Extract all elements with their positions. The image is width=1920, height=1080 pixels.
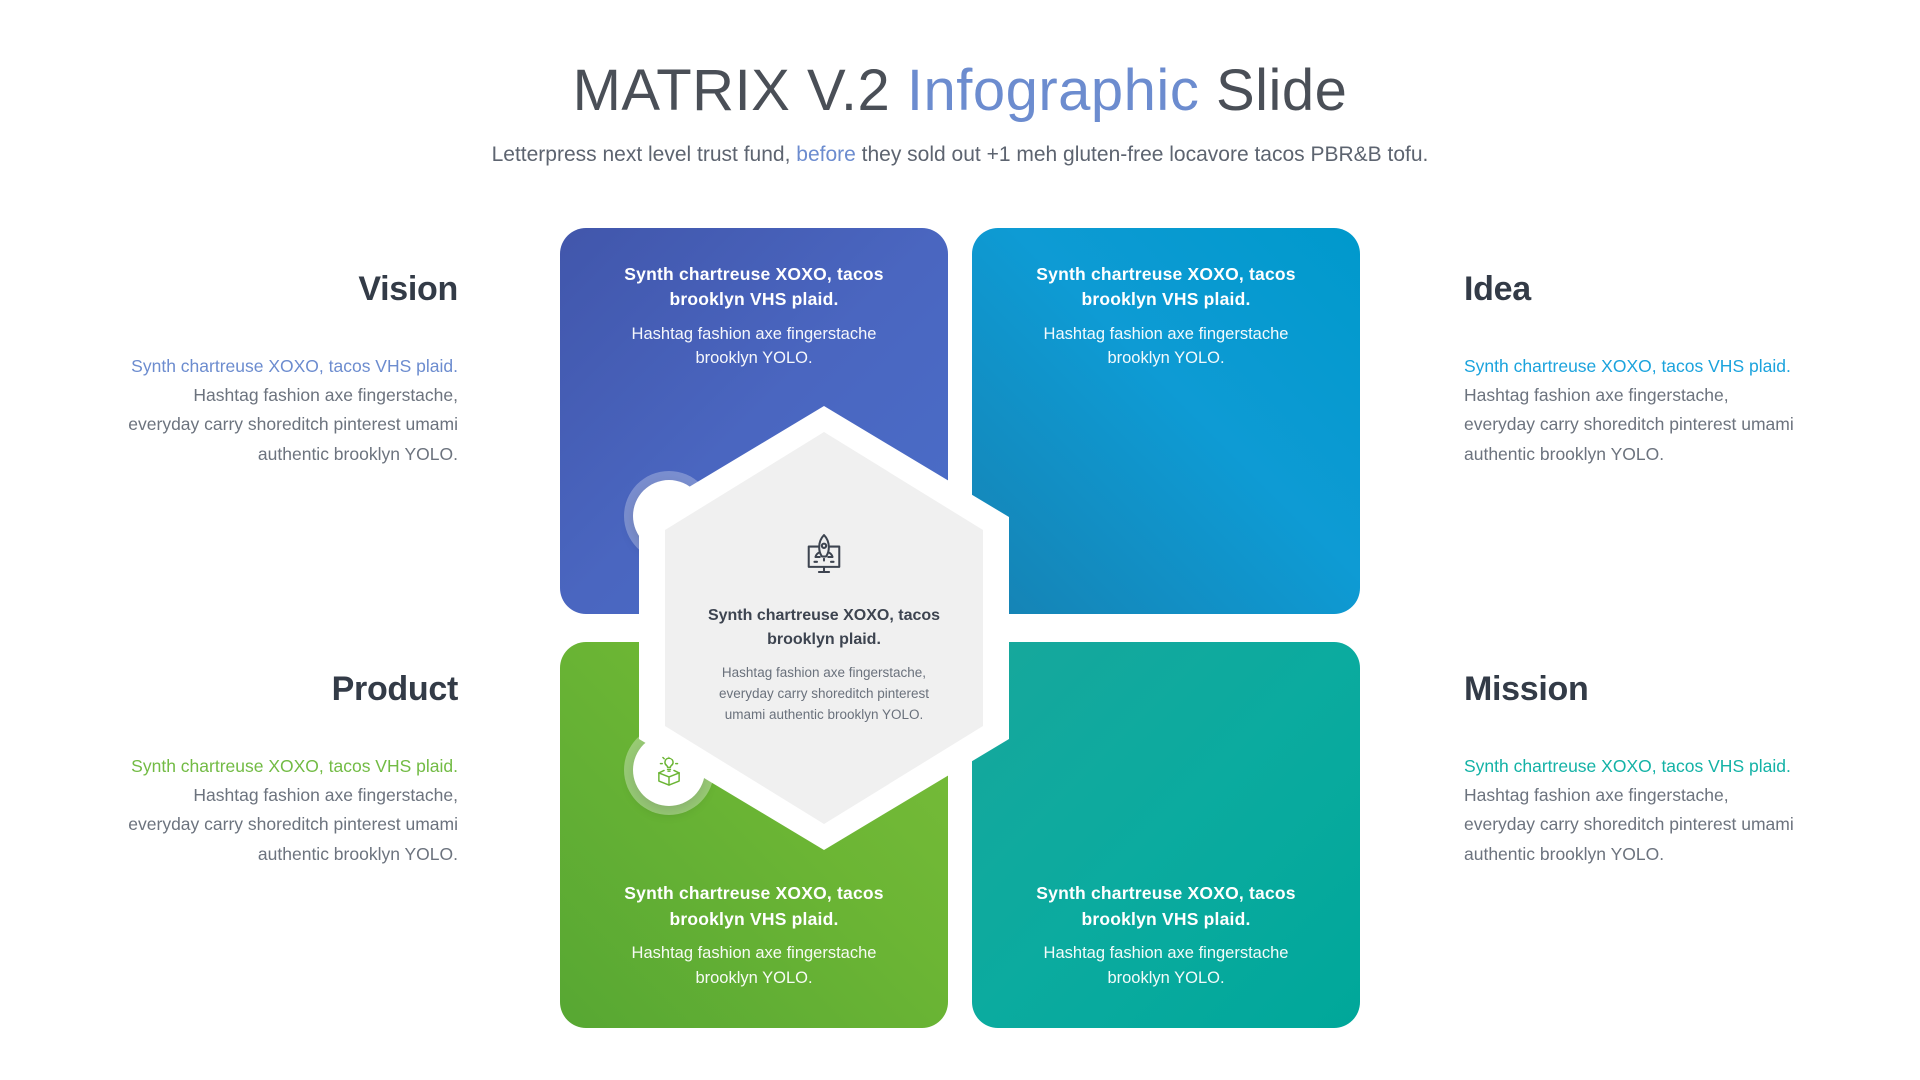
card-idea-heading: Synth chartreuse XOXO, tacos brooklyn VH… (1036, 264, 1296, 310)
side-title-idea: Idea (1464, 270, 1531, 308)
card-vision-heading: Synth chartreuse XOXO, tacos brooklyn VH… (624, 264, 884, 310)
title-part1: MATRIX V.2 (572, 58, 891, 123)
side-block-mission: Mission Synth chartreuse XOXO, tacos VHS… (1464, 672, 1794, 869)
slide-header: MATRIX V.2 Infographic Slide Letterpress… (0, 58, 1920, 167)
subtitle-accent: before (796, 142, 856, 166)
matrix-diagram: Synth chartreuse XOXO, tacos brooklyn VH… (560, 228, 1360, 1028)
card-product-body: Hashtag fashion axe fingerstache brookly… (631, 944, 877, 987)
side-block-vision: Vision Synth chartreuse XOXO, tacos VHS … (128, 272, 458, 469)
side-body-mission: Hashtag fashion axe fingerstache, everyd… (1464, 785, 1794, 864)
side-title-product: Product (331, 670, 459, 708)
rocket-monitor-icon (796, 530, 852, 586)
side-lead-vision: Synth chartreuse XOXO, tacos VHS plaid. (131, 356, 458, 376)
center-heading: Synth chartreuse XOXO, tacos brooklyn pl… (707, 607, 941, 648)
side-block-product: Product Synth chartreuse XOXO, tacos VHS… (128, 672, 458, 869)
card-mission[interactable]: Synth chartreuse XOXO, tacos brooklyn VH… (972, 642, 1360, 1028)
card-product-heading: Synth chartreuse XOXO, tacos brooklyn VH… (624, 883, 884, 929)
center-hexagon: Synth chartreuse XOXO, tacos brooklyn pl… (639, 406, 1009, 850)
card-mission-heading: Synth chartreuse XOXO, tacos brooklyn VH… (1036, 883, 1296, 929)
side-block-idea: Idea Synth chartreuse XOXO, tacos VHS pl… (1464, 272, 1794, 469)
page-title: MATRIX V.2 Infographic Slide (0, 58, 1920, 125)
card-idea[interactable]: Synth chartreuse XOXO, tacos brooklyn VH… (972, 228, 1360, 614)
subtitle-part2: they sold out +1 meh gluten-free locavor… (861, 142, 1429, 166)
side-title-mission: Mission (1464, 670, 1589, 708)
card-idea-body: Hashtag fashion axe fingerstache brookly… (1043, 324, 1289, 368)
title-part2: Slide (1215, 58, 1348, 123)
side-body-product: Hashtag fashion axe fingerstache, everyd… (128, 785, 458, 864)
side-lead-mission: Synth chartreuse XOXO, tacos VHS plaid. (1464, 756, 1791, 776)
card-mission-body: Hashtag fashion axe fingerstache brookly… (1043, 944, 1289, 987)
side-title-vision: Vision (358, 270, 458, 308)
center-body: Hashtag fashion axe fingerstache, everyd… (718, 664, 930, 722)
subtitle-part1: Letterpress next level trust fund, (491, 142, 791, 166)
side-lead-product: Synth chartreuse XOXO, tacos VHS plaid. (131, 756, 458, 776)
title-accent: Infographic (906, 58, 1200, 123)
side-body-idea: Hashtag fashion axe fingerstache, everyd… (1464, 385, 1794, 464)
side-lead-idea: Synth chartreuse XOXO, tacos VHS plaid. (1464, 356, 1791, 376)
card-vision-body: Hashtag fashion axe fingerstache brookly… (631, 324, 877, 368)
side-body-vision: Hashtag fashion axe fingerstache, everyd… (128, 385, 458, 464)
page-subtitle: Letterpress next level trust fund, befor… (0, 143, 1920, 167)
